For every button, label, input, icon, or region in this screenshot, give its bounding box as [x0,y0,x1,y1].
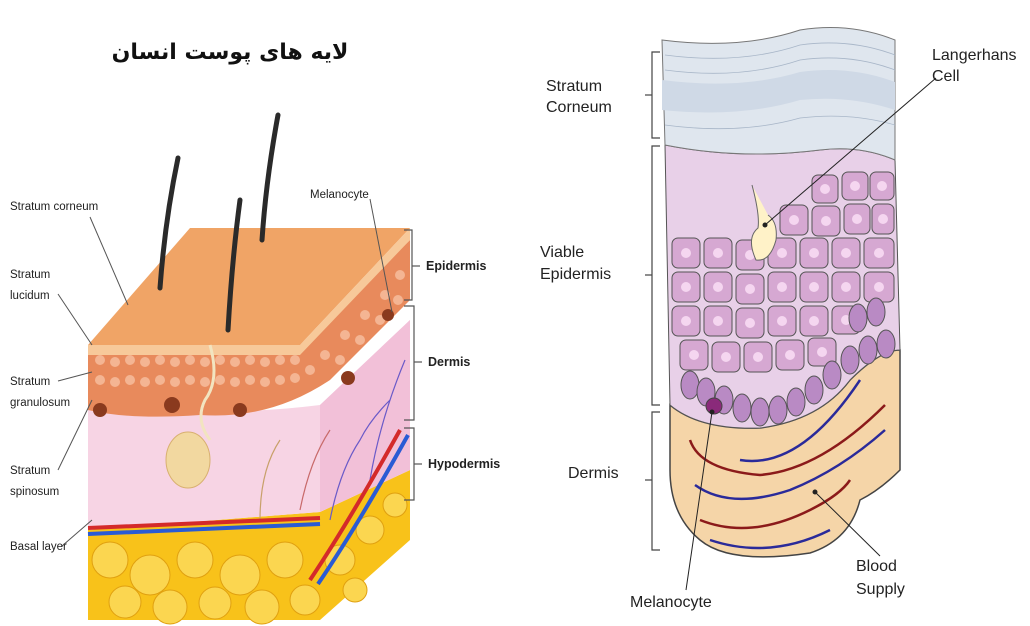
label-viable-epidermis-line1: Viable [540,243,584,263]
label-langerhans-line1: Langerhans [932,46,1017,66]
label-dermis-right: Dermis [568,464,619,484]
label-melanocyte-right: Melanocyte [630,593,712,613]
label-stratum-corneum-right-line1: Stratum [546,77,602,97]
label-stratum-corneum-right-line2: Corneum [546,98,612,118]
label-viable-epidermis-line2: Epidermis [540,265,611,285]
label-blood-supply-line1: Blood [856,557,897,577]
label-blood-supply-line2: Supply [856,580,905,600]
label-langerhans-line2: Cell [932,67,960,87]
right-brackets [645,52,660,550]
